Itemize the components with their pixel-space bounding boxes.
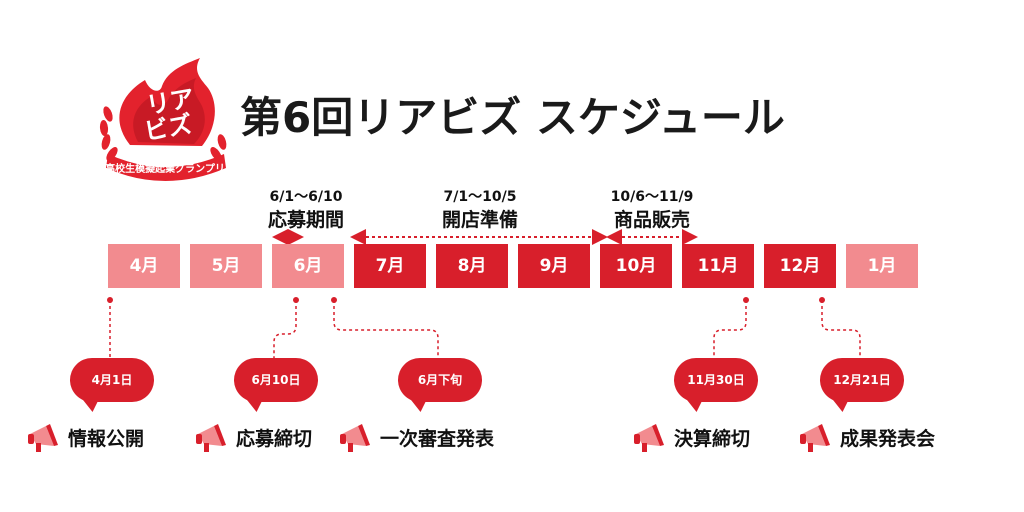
logo: リア ビズ 高校生模擬起業グランプリ [90,50,240,185]
milestone-label: 成果発表会 [840,427,936,450]
phase-name-preparation: 開店準備 [441,209,518,231]
phase-date-preparation: 7/1〜10/5 [443,189,517,205]
megaphone-icon [196,424,226,452]
megaphone-icon [28,424,58,452]
phase-name-application: 応募期間 [267,209,344,231]
flame-emblem-icon: リア ビズ 高校生模擬起業グランプリ [99,58,227,181]
milestone-label: 一次審査発表 [380,427,495,450]
milestone-event-application-deadline: 応募締切 [192,420,312,454]
month-box-aug: 8月 [436,244,508,288]
logo-subtitle: 高校生模擬起業グランプリ [105,162,225,175]
month-box-jul: 7月 [354,244,426,288]
month-box-nov: 11月 [682,244,754,288]
milestone-bubble-application-deadline: 6月10日 [234,358,318,402]
milestone-bubble-info-release: 4月1日 [70,358,154,402]
phase-date-application: 6/1〜6/10 [269,189,343,205]
phase-date-sales: 10/6〜11/9 [610,189,694,205]
megaphone-icon [634,424,664,452]
milestone-event-info-release: 情報公開 [24,420,144,454]
month-box-sep: 9月 [518,244,590,288]
milestone-label: 応募締切 [236,427,313,450]
connector-application-deadline [273,300,297,358]
milestone-event-first-review: 一次審査発表 [336,420,494,454]
megaphone-icon [340,424,370,452]
month-box-may: 5月 [190,244,262,288]
milestone-bubble-presentation: 12月21日 [820,358,904,402]
month-box-dec: 12月 [764,244,836,288]
milestone-bubble-first-review: 6月下旬 [398,358,482,402]
megaphone-icon [800,424,830,452]
month-box-apr: 4月 [108,244,180,288]
milestone-event-settlement: 決算締切 [630,420,750,454]
month-box-jan: 1月 [846,244,918,288]
milestone-bubble-settlement: 11月30日 [674,358,758,402]
connector-presentation [821,300,861,358]
milestone-label: 情報公開 [68,427,145,450]
month-box-jun: 6月 [272,244,344,288]
month-box-oct: 10月 [600,244,672,288]
milestone-event-presentation: 成果発表会 [796,420,935,454]
milestone-label: 決算締切 [674,427,751,450]
connector-first-review [333,300,439,358]
page-title: 第6回リアビズ スケジュール [240,93,785,142]
connector-settlement [713,300,747,358]
phase-name-sales: 商品販売 [613,209,690,231]
